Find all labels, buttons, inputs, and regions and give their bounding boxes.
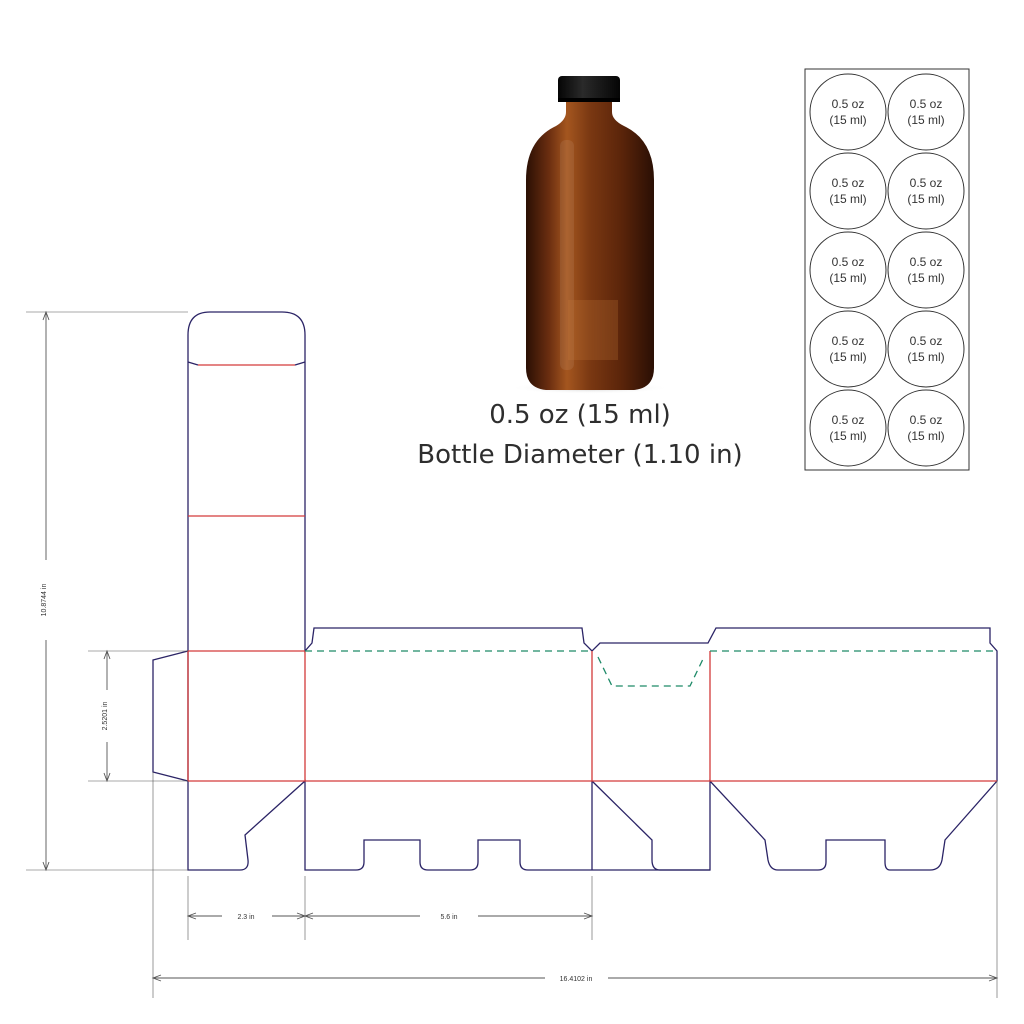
amber-bottle-image — [510, 76, 670, 394]
round-label: 0.5 oz (15 ml) — [809, 231, 887, 309]
round-label: 0.5 oz (15 ml) — [809, 310, 887, 388]
round-label-circle — [809, 310, 887, 388]
dimension-labels: 10.8744 in 2.5201 in 2.3 in 5.6 in 16.41… — [41, 584, 592, 983]
total-width-label: 16.4102 in — [560, 976, 593, 983]
round-label-circle — [887, 73, 965, 151]
round-label-size: 0.5 oz — [832, 413, 865, 427]
round-label-circle — [809, 231, 887, 309]
round-label-circle — [809, 73, 887, 151]
round-label-size: 0.5 oz — [910, 413, 943, 427]
round-label: 0.5 oz (15 ml) — [887, 73, 965, 151]
round-label-circle — [809, 152, 887, 230]
round-label-volume: (15 ml) — [907, 192, 944, 206]
bottle-cap — [558, 76, 620, 102]
perforation-lines — [305, 650, 997, 687]
round-label-size: 0.5 oz — [832, 97, 865, 111]
panel-height-label: 2.5201 in — [102, 701, 109, 730]
round-label-size: 0.5 oz — [910, 176, 943, 190]
round-label: 0.5 oz (15 ml) — [809, 152, 887, 230]
round-label-volume: (15 ml) — [829, 192, 866, 206]
total-height-label: 10.8744 in — [41, 584, 48, 617]
round-label-size: 0.5 oz — [832, 176, 865, 190]
round-label-circle — [887, 310, 965, 388]
round-label-volume: (15 ml) — [907, 350, 944, 364]
round-label: 0.5 oz (15 ml) — [887, 310, 965, 388]
round-label-size: 0.5 oz — [910, 255, 943, 269]
round-label-volume: (15 ml) — [907, 271, 944, 285]
round-label-circle — [887, 152, 965, 230]
label-sheet: 0.5 oz(15 ml)0.5 oz(15 ml)0.5 oz(15 ml)0… — [804, 68, 970, 471]
round-label: 0.5 oz (15 ml) — [887, 231, 965, 309]
cut-line — [187, 311, 998, 871]
round-label-volume: (15 ml) — [829, 113, 866, 127]
fold-lines — [187, 364, 997, 782]
bottle-diameter-caption: Bottle Diameter (1.10 in) — [417, 440, 743, 470]
dimension-annotations — [26, 310, 999, 998]
round-label-size: 0.5 oz — [910, 334, 943, 348]
round-label-volume: (15 ml) — [907, 113, 944, 127]
bottle-glass — [526, 100, 654, 390]
round-label: 0.5 oz (15 ml) — [887, 152, 965, 230]
round-label-size: 0.5 oz — [910, 97, 943, 111]
front-panel-width-label: 5.6 in — [440, 914, 457, 921]
round-label-volume: (15 ml) — [829, 350, 866, 364]
side-panel-width-label: 2.3 in — [237, 914, 254, 921]
round-label: 0.5 oz (15 ml) — [809, 73, 887, 151]
round-label-circle — [887, 389, 965, 467]
round-label-circle — [887, 231, 965, 309]
bottle-size-caption: 0.5 oz (15 ml) — [489, 400, 671, 430]
box-dieline — [152, 311, 998, 871]
round-label-volume: (15 ml) — [829, 429, 866, 443]
round-label-volume: (15 ml) — [829, 271, 866, 285]
round-label: 0.5 oz (15 ml) — [809, 389, 887, 467]
glue-flap — [152, 650, 189, 782]
round-label: 0.5 oz (15 ml) — [887, 389, 965, 467]
round-label-circle — [809, 389, 887, 467]
round-label-volume: (15 ml) — [907, 429, 944, 443]
round-label-size: 0.5 oz — [832, 255, 865, 269]
small-panel-bottom-flap — [591, 780, 710, 871]
round-label-size: 0.5 oz — [832, 334, 865, 348]
